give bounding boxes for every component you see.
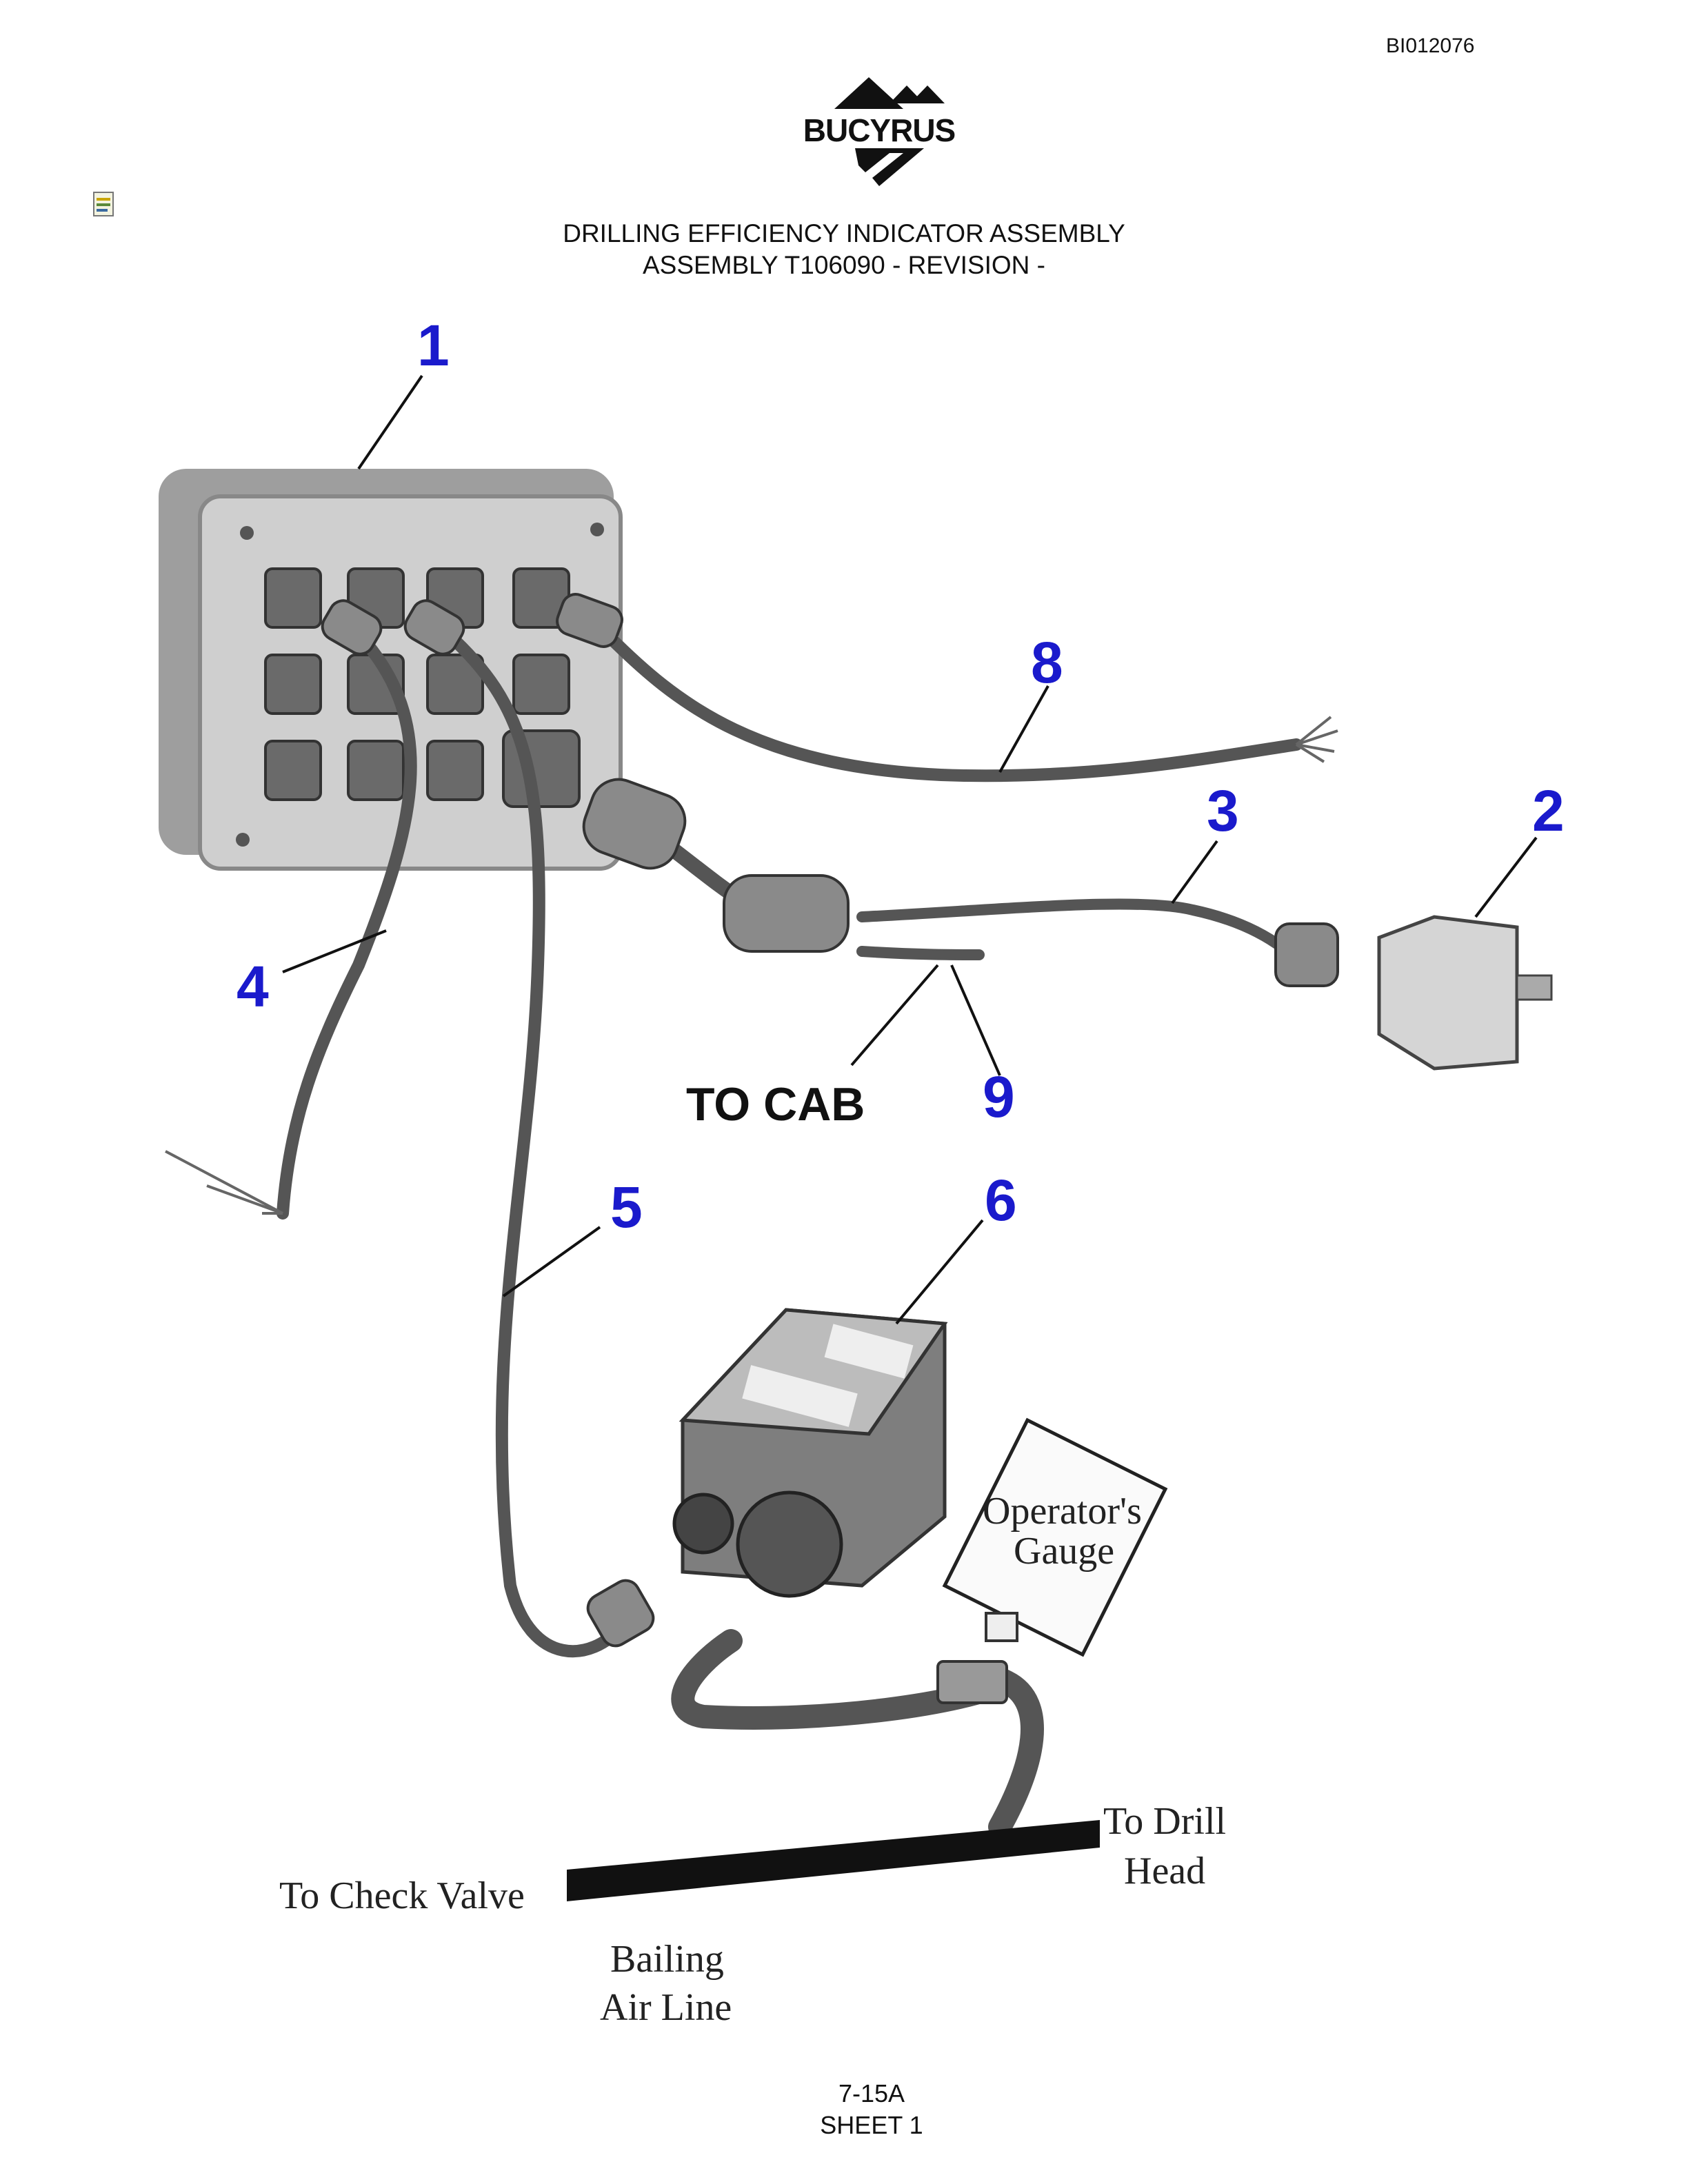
to-drill-head-label-2: Head — [1124, 1850, 1205, 1892]
cable-8 — [601, 628, 1303, 782]
to-check-valve-label: To Check Valve — [279, 1874, 525, 1917]
drawing-title: DRILLING EFFICIENCY INDICATOR ASSEMBLY — [563, 219, 1125, 247]
callout-2: 2 — [1532, 778, 1565, 843]
drawing-subtitle: ASSEMBLY T106090 - REVISION - — [642, 251, 1046, 279]
operators-gauge-label-2: Gauge — [1014, 1530, 1114, 1573]
cable-5 — [442, 628, 627, 1658]
bucyrus-logo: BUCYRUS — [786, 76, 972, 193]
leader-lines — [282, 374, 1538, 1325]
bailing-air-line-label-2: Air Line — [600, 1986, 732, 2029]
cables — [277, 628, 1303, 1839]
callout-8: 8 — [1031, 630, 1063, 695]
page-number: 7-15A — [838, 2079, 905, 2107]
bailing-air-line — [567, 1820, 1100, 1901]
brand-name: BUCYRUS — [803, 112, 956, 148]
wire-ends — [165, 716, 1338, 1215]
sheet-number: SHEET 1 — [820, 2111, 923, 2139]
document-attachment-icon[interactable] — [90, 190, 120, 220]
callout-4: 4 — [237, 954, 269, 1019]
cable-glands — [321, 593, 1339, 1648]
cable-4 — [277, 628, 417, 1220]
callout-3: 3 — [1207, 778, 1239, 843]
callout-1: 1 — [417, 313, 450, 378]
cable-9 — [856, 946, 985, 960]
callout-6: 6 — [985, 1168, 1017, 1233]
document-id: BI012076 — [1386, 34, 1475, 57]
operators-gauge — [936, 1417, 1168, 1704]
air-hose — [671, 1629, 1044, 1839]
sensor-2 — [1377, 915, 1553, 1071]
operators-gauge-label-1: Operator's — [983, 1490, 1142, 1533]
to-cab-label: TO CAB — [686, 1078, 865, 1131]
to-drill-head-label-1: To Drill — [1103, 1800, 1226, 1843]
callout-5: 5 — [610, 1175, 643, 1240]
callout-9: 9 — [983, 1064, 1015, 1129]
bailing-air-line-label-1: Bailing — [610, 1938, 724, 1981]
transducer-box-6 — [672, 1308, 948, 1598]
logo-mountain-icon — [834, 77, 945, 186]
cable-3 — [856, 898, 1288, 953]
